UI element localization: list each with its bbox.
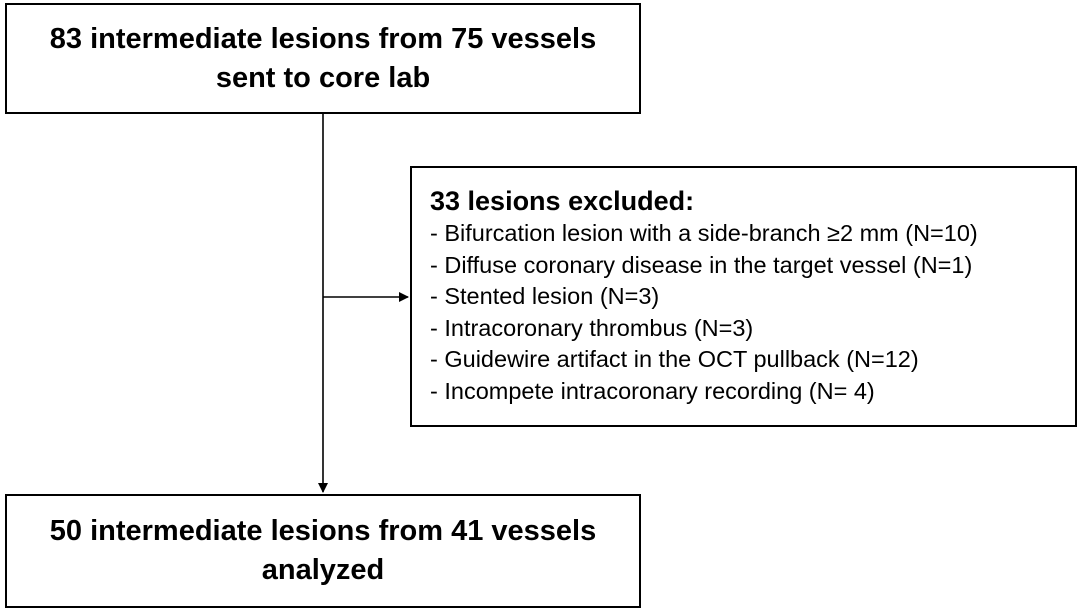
exclusion-item: - Diffuse coronary disease in the target… <box>430 251 973 278</box>
initial-lesions-box: 83 intermediate lesions from 75 vessels … <box>5 3 641 114</box>
exclusion-item: - Intracoronary thrombus (N=3) <box>430 314 754 341</box>
initial-lesions-line1: 83 intermediate lesions from 75 vessels <box>49 22 597 55</box>
exclusion-item: - Guidewire artifact in the OCT pullback… <box>430 346 919 372</box>
exclusion-item: - Incompete intracoronary recording (N= … <box>430 377 875 404</box>
exclusion-item: - Bifurcation lesion with a side-branch … <box>430 220 978 246</box>
analyzed-lesions-box: 50 intermediate lesions from 41 vessels … <box>5 494 641 608</box>
exclusion-item: - Stented lesion (N=3) <box>430 283 660 309</box>
initial-lesions-line2: sent to core lab <box>215 61 431 94</box>
analyzed-lesions-line1: 50 intermediate lesions from 41 vessels <box>49 515 597 547</box>
analyzed-lesions-line2: analyzed <box>261 554 385 586</box>
exclusion-title: 33 lesions excluded: <box>430 186 695 216</box>
exclusion-box: 33 lesions excluded: - Bifurcation lesio… <box>410 166 1077 427</box>
